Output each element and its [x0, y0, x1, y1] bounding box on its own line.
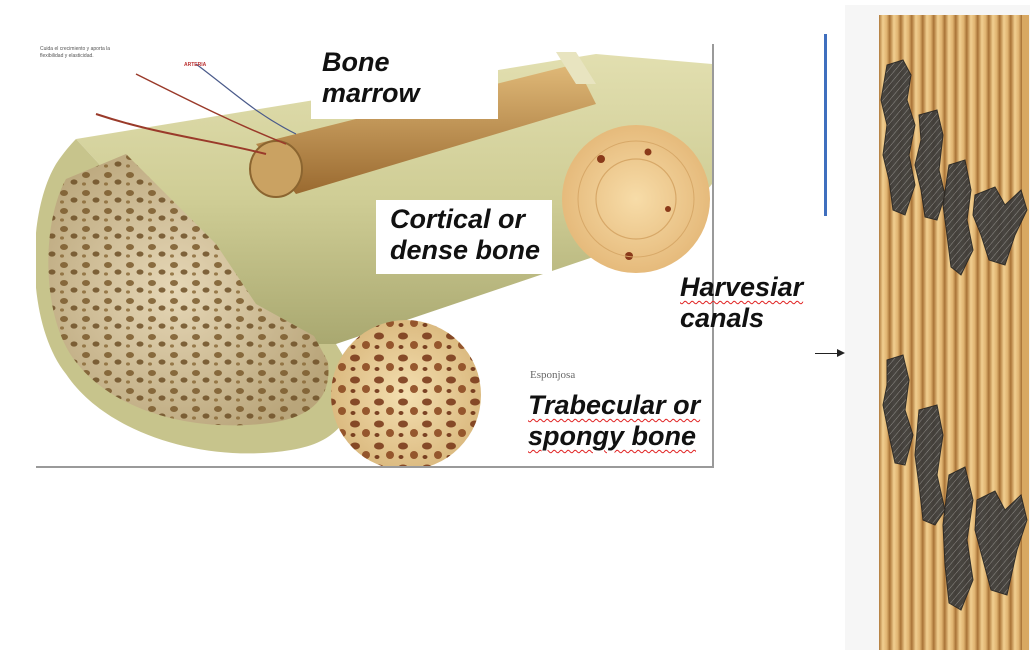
figure-note-line-2: flexibilidad y elasticidad.	[40, 53, 94, 59]
vertical-divider	[824, 34, 827, 216]
bone-marrow-label-line-1: Bone	[311, 45, 498, 78]
cortical-bone-label: Cortical or dense bone	[376, 200, 552, 274]
trabecular-label-line-1: Trabecular or	[528, 390, 700, 420]
harvesian-canals-label: Harvesiar canals	[676, 270, 816, 338]
cortical-label-line-1: Cortical or	[376, 200, 552, 235]
bone-marrow-label-line-2: marrow	[311, 78, 498, 109]
arrow-right-icon	[837, 349, 845, 357]
artery-label: ARTERIA	[184, 62, 206, 68]
harvesian-label-line-1: Harvesiar	[680, 272, 803, 302]
harvesian-label-line-2: canals	[676, 303, 816, 334]
spongy-caption: Esponjosa	[530, 369, 575, 381]
figure-note-line-1: Cuida el crecimiento y aporta la	[40, 46, 110, 52]
trabecular-label-line-2: spongy bone	[528, 421, 696, 451]
bone-marrow-label: Bone marrow	[311, 45, 498, 119]
collagen-fiber-panel	[845, 5, 1030, 650]
trabecular-bone-label: Trabecular or spongy bone	[524, 390, 734, 460]
cortical-label-line-2: dense bone	[376, 235, 552, 266]
collagen-fibrils-illustration	[845, 5, 1030, 650]
